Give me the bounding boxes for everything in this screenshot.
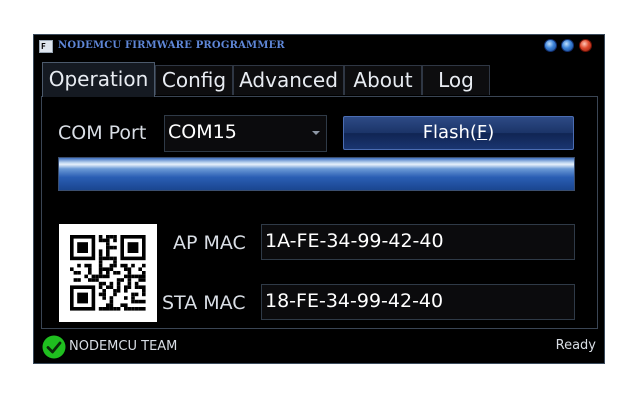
sta-mac-field[interactable]: 18-FE-34-99-42-40 (261, 284, 575, 320)
tab-operation[interactable]: Operation (42, 62, 155, 97)
check-icon (42, 335, 66, 359)
qr-code-graphic (70, 235, 146, 311)
maximize-icon[interactable] (561, 39, 574, 52)
tab-about[interactable]: About (344, 65, 422, 95)
ap-mac-label: AP MAC (173, 232, 246, 254)
flash-button-label-prefix: Flash( (422, 122, 477, 143)
tab-config[interactable]: Config (155, 65, 233, 95)
flash-progress-bar (58, 157, 575, 191)
sta-mac-label: STA MAC (162, 292, 246, 314)
com-port-select[interactable]: COM15 (164, 115, 327, 152)
flash-button-accelerator: F (476, 122, 488, 143)
flash-button-label-suffix: ) (487, 122, 495, 143)
tab-log[interactable]: Log (422, 65, 490, 95)
operation-panel: COM Port COM15 Flash(F) AP MAC 1A-FE-34-… (41, 96, 598, 329)
progress-fill (59, 158, 574, 190)
app-window: F NODEMCU FIRMWARE PROGRAMMER Operation … (33, 34, 605, 364)
window-title: NODEMCU FIRMWARE PROGRAMMER (58, 40, 285, 51)
status-ready-text: Ready (555, 338, 596, 353)
status-team-text: NODEMCU TEAM (69, 339, 178, 354)
qr-code-icon (59, 224, 157, 322)
com-port-label: COM Port (58, 122, 147, 144)
close-icon[interactable] (579, 39, 592, 52)
chevron-down-icon[interactable] (312, 131, 320, 135)
minimize-icon[interactable] (544, 39, 557, 52)
com-port-value: COM15 (168, 121, 237, 143)
ap-mac-field[interactable]: 1A-FE-34-99-42-40 (261, 224, 575, 260)
status-bar: NODEMCU TEAM Ready (34, 331, 604, 363)
app-icon[interactable]: F (39, 40, 53, 53)
tab-advanced[interactable]: Advanced (233, 65, 344, 95)
title-bar[interactable]: F NODEMCU FIRMWARE PROGRAMMER (34, 35, 604, 57)
flash-button[interactable]: Flash(F) (343, 116, 574, 150)
